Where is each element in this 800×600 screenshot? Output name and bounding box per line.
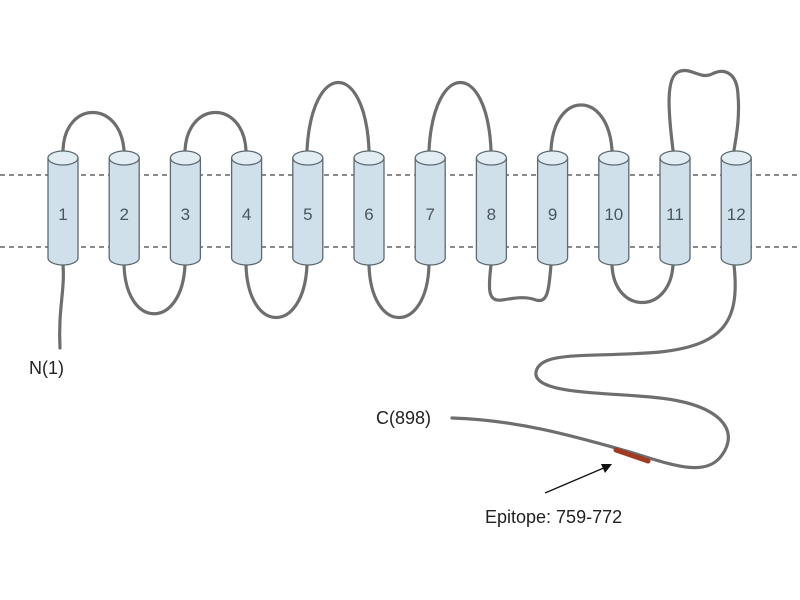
loop-6-7 [367,263,431,319]
n-terminus-label: N(1) [29,358,64,378]
epitope-arrow [544,466,607,494]
helix-body [598,157,630,266]
helix-number-label: 2 [119,205,128,224]
helix-body [720,157,752,266]
helix-body [475,157,508,266]
helix-body [536,157,569,266]
helix-body [108,157,140,266]
helix-1: 1 [47,150,79,266]
helix-number-label: 11 [666,205,684,224]
helix-number-label: 6 [364,205,373,224]
c-terminus-label: C(898) [376,408,431,428]
helix-number-label: 8 [487,205,496,224]
helix-9: 9 [536,150,569,266]
loop-2-3 [122,263,187,316]
loop-4-5 [244,263,309,319]
helix-cap [108,150,140,166]
helix-cap [475,150,508,166]
helix-3: 3 [169,150,202,266]
helix-cap [598,150,630,166]
c-terminal-tail [450,263,737,470]
helix-number-label: 3 [181,205,190,224]
helix-7: 7 [414,150,446,266]
helix-5: 5 [292,150,324,266]
helix-cap [720,150,752,166]
helix-cap [536,150,569,166]
helix-number-label: 5 [303,205,312,224]
loop-3-4 [183,111,248,152]
helix-cap [292,150,324,166]
helix-number-label: 12 [727,205,746,224]
helix-body [659,157,691,266]
helix-cap [169,150,202,166]
loop-11-12 [667,69,741,152]
helix-number-label: 1 [58,205,67,224]
helix-2: 2 [108,150,140,266]
loop-7-8 [427,80,493,152]
loop-10-11 [610,263,675,304]
n-terminal-tail [58,263,65,350]
helix-body [292,157,324,266]
helix-4: 4 [230,150,263,266]
helix-body [230,157,263,266]
helix-number-label: 7 [425,205,434,224]
loop-1-2 [61,111,126,152]
helix-body [47,157,79,266]
helix-cap [47,150,79,166]
helix-12: 12 [720,150,752,266]
helix-number-label: 4 [242,205,251,224]
helix-body [169,157,202,266]
helix-10: 10 [598,150,630,266]
helix-11: 11 [659,150,691,266]
epitope-segment [613,447,651,464]
helix-cap [659,150,691,166]
helix-8: 8 [475,150,508,266]
helix-number-label: 9 [548,205,557,224]
helix-cap [414,150,446,166]
helix-6: 6 [353,150,385,266]
helix-cap [353,150,385,166]
epitope-arrow-head [601,464,612,473]
helix-body [353,157,385,266]
loop-5-6 [305,80,371,152]
loop-8-9 [487,263,553,303]
helix-body [414,157,446,266]
helix-cap [230,150,263,166]
loop-9-10 [549,103,614,152]
epitope-label: Epitope: 759-772 [485,507,622,527]
helix-number-label: 10 [604,205,623,224]
